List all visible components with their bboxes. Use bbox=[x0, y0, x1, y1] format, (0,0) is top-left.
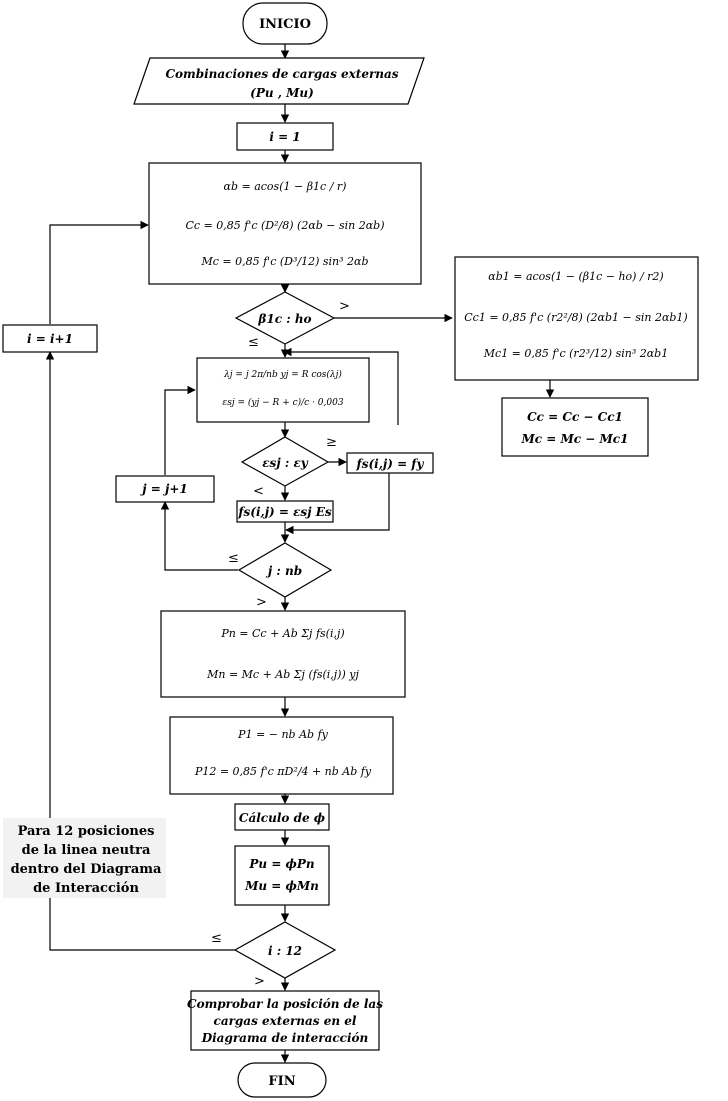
check-loads-box: Comprobar la posición de las cargas exte… bbox=[187, 990, 383, 1051]
svg-text:Para 12 posiciones: Para 12 posiciones bbox=[18, 824, 155, 839]
svg-text:i : 12: i : 12 bbox=[268, 944, 302, 958]
svg-text:Comprobar la posición de las: Comprobar la posición de las bbox=[187, 997, 383, 1011]
svg-text:fs(i,j) = fy: fs(i,j) = fy bbox=[356, 457, 425, 471]
svg-text:Mu = ϕMn: Mu = ϕMn bbox=[244, 879, 319, 893]
decision-j-nb: j : nb bbox=[237, 542, 333, 598]
svg-text:Cc = 0,85 f'c (D²/8) (2αb − si: Cc = 0,85 f'c (D²/8) (2αb − sin 2αb) bbox=[185, 219, 384, 232]
svg-text:Diagrama de interacción: Diagrama de interacción bbox=[201, 1031, 369, 1045]
label-le-i: ≤ bbox=[211, 931, 222, 946]
svg-text:P1 = − nb Ab fy: P1 = − nb Ab fy bbox=[237, 728, 328, 741]
svg-text:j = j+1: j = j+1 bbox=[140, 482, 188, 496]
svg-text:fs(i,j) = εsj Es: fs(i,j) = εsj Es bbox=[237, 505, 331, 519]
decision-eps-strain: εsj : εy bbox=[240, 436, 330, 487]
label-gt-i: > bbox=[254, 974, 265, 989]
svg-text:εsj = (yj − R + c)/c · 0,003: εsj = (yj − R + c)/c · 0,003 bbox=[222, 397, 343, 408]
axial-limits-block: P1 = − nb Ab fy P12 = 0,85 f'c πD²/4 + n… bbox=[169, 716, 394, 795]
svg-text:Cálculo de ϕ: Cálculo de ϕ bbox=[239, 811, 326, 825]
svg-text:(Pu , Mu): (Pu , Mu) bbox=[250, 86, 314, 100]
connectors bbox=[45, 44, 555, 1063]
hollow-core-block: αb1 = acos(1 − (β1c − ho) / r2) Cc1 = 0,… bbox=[454, 256, 699, 381]
end-terminal: FIN bbox=[237, 1062, 327, 1098]
svg-text:λj = j 2π/nb yj = R cos(λ: λj = j 2π/nb yj = R cos(λj) bbox=[223, 369, 342, 380]
svg-text:Mc = 0,85 f'c (D³/12) sin³ 2αb: Mc = 0,85 f'c (D³/12) sin³ 2αb bbox=[200, 255, 368, 268]
svg-text:INICIO: INICIO bbox=[259, 17, 311, 32]
label-le-nb: ≤ bbox=[228, 551, 239, 566]
init-i-box: i = 1 bbox=[236, 122, 334, 151]
nominal-strength-block: Pn = Cc + Ab Σj fs(i,j) Mn = Mc + Ab Σj … bbox=[160, 610, 406, 698]
j-increment-box: j = j+1 bbox=[115, 475, 215, 503]
svg-text:de la linea neutra: de la linea neutra bbox=[22, 843, 151, 858]
svg-text:αb = acos(1 − β1c / r): αb = acos(1 − β1c / r) bbox=[224, 180, 347, 193]
label-gt-nb: > bbox=[256, 595, 267, 610]
subtract-hollow-block: Cc = Cc − Cc1 Mc = Mc − Mc1 bbox=[501, 397, 649, 457]
svg-text:Pu = ϕPn: Pu = ϕPn bbox=[248, 857, 314, 871]
concrete-compression-block: αb = acos(1 − β1c / r) Cc = 0,85 f'c (D²… bbox=[148, 162, 422, 285]
decision-i-12: i : 12 bbox=[233, 921, 337, 979]
svg-text:cargas externas en el: cargas externas en el bbox=[214, 1014, 357, 1028]
svg-text:i = i+1: i = i+1 bbox=[27, 332, 73, 346]
input-loads: Combinaciones de cargas externas (Pu , M… bbox=[133, 57, 425, 105]
design-strength-box: Pu = ϕPn Mu = ϕMn bbox=[234, 845, 330, 906]
svg-text:i = 1: i = 1 bbox=[269, 130, 300, 144]
svg-text:Pn = Cc + Ab Σj fs(i,j): Pn = Cc + Ab Σj fs(i,j) bbox=[220, 627, 344, 640]
decision-beta-ho: β1c : ho bbox=[234, 291, 336, 345]
steel-strain-block: λj = j 2π/nb yj = R cos(λj) εsj = (yj − … bbox=[196, 357, 370, 423]
svg-text:dentro del Diagrama: dentro del Diagrama bbox=[11, 862, 162, 877]
start-terminal: INICIO bbox=[242, 2, 328, 45]
iteration-note: Para 12 posiciones de la linea neutra de… bbox=[3, 818, 166, 898]
svg-text:Combinaciones de cargas extern: Combinaciones de cargas externas bbox=[165, 67, 398, 81]
svg-text:de Interacción: de Interacción bbox=[33, 881, 139, 896]
svg-text:Mc = Mc − Mc1: Mc = Mc − Mc1 bbox=[521, 432, 629, 446]
label-ge-eps: ≥ bbox=[326, 435, 337, 450]
fs-yield-box: fs(i,j) = fy bbox=[346, 452, 434, 474]
svg-text:Cc1 = 0,85 f'c (r2²/8) (2αb1 −: Cc1 = 0,85 f'c (r2²/8) (2αb1 − sin 2αb1) bbox=[464, 311, 687, 324]
svg-text:β1c : ho: β1c : ho bbox=[257, 312, 311, 326]
svg-text:Mc1 = 0,85 f'c (r2³/12) sin³ 2: Mc1 = 0,85 f'c (r2³/12) sin³ 2αb1 bbox=[483, 347, 668, 360]
phi-calc-box: Cálculo de ϕ bbox=[234, 803, 330, 831]
label-lt-eps: < bbox=[253, 484, 264, 499]
label-gt-beta: > bbox=[339, 299, 350, 314]
fs-elastic-box: fs(i,j) = εsj Es bbox=[236, 500, 334, 523]
svg-text:αb1 = acos(1 − (β1c − ho) / r2: αb1 = acos(1 − (β1c − ho) / r2) bbox=[488, 270, 663, 283]
svg-text:P12 = 0,85 f'c πD²/4 + nb Ab f: P12 = 0,85 f'c πD²/4 + nb Ab fy bbox=[194, 765, 372, 778]
svg-text:FIN: FIN bbox=[268, 1074, 295, 1089]
svg-text:j : nb: j : nb bbox=[266, 564, 302, 578]
svg-text:εsj : εy: εsj : εy bbox=[262, 456, 308, 470]
i-increment-box: i = i+1 bbox=[2, 324, 98, 353]
svg-text:Cc = Cc − Cc1: Cc = Cc − Cc1 bbox=[527, 410, 623, 424]
svg-text:Mn = Mc + Ab Σj (fs(i,j)) yj: Mn = Mc + Ab Σj (fs(i,j)) yj bbox=[206, 668, 359, 681]
label-le-beta: ≤ bbox=[248, 335, 259, 350]
